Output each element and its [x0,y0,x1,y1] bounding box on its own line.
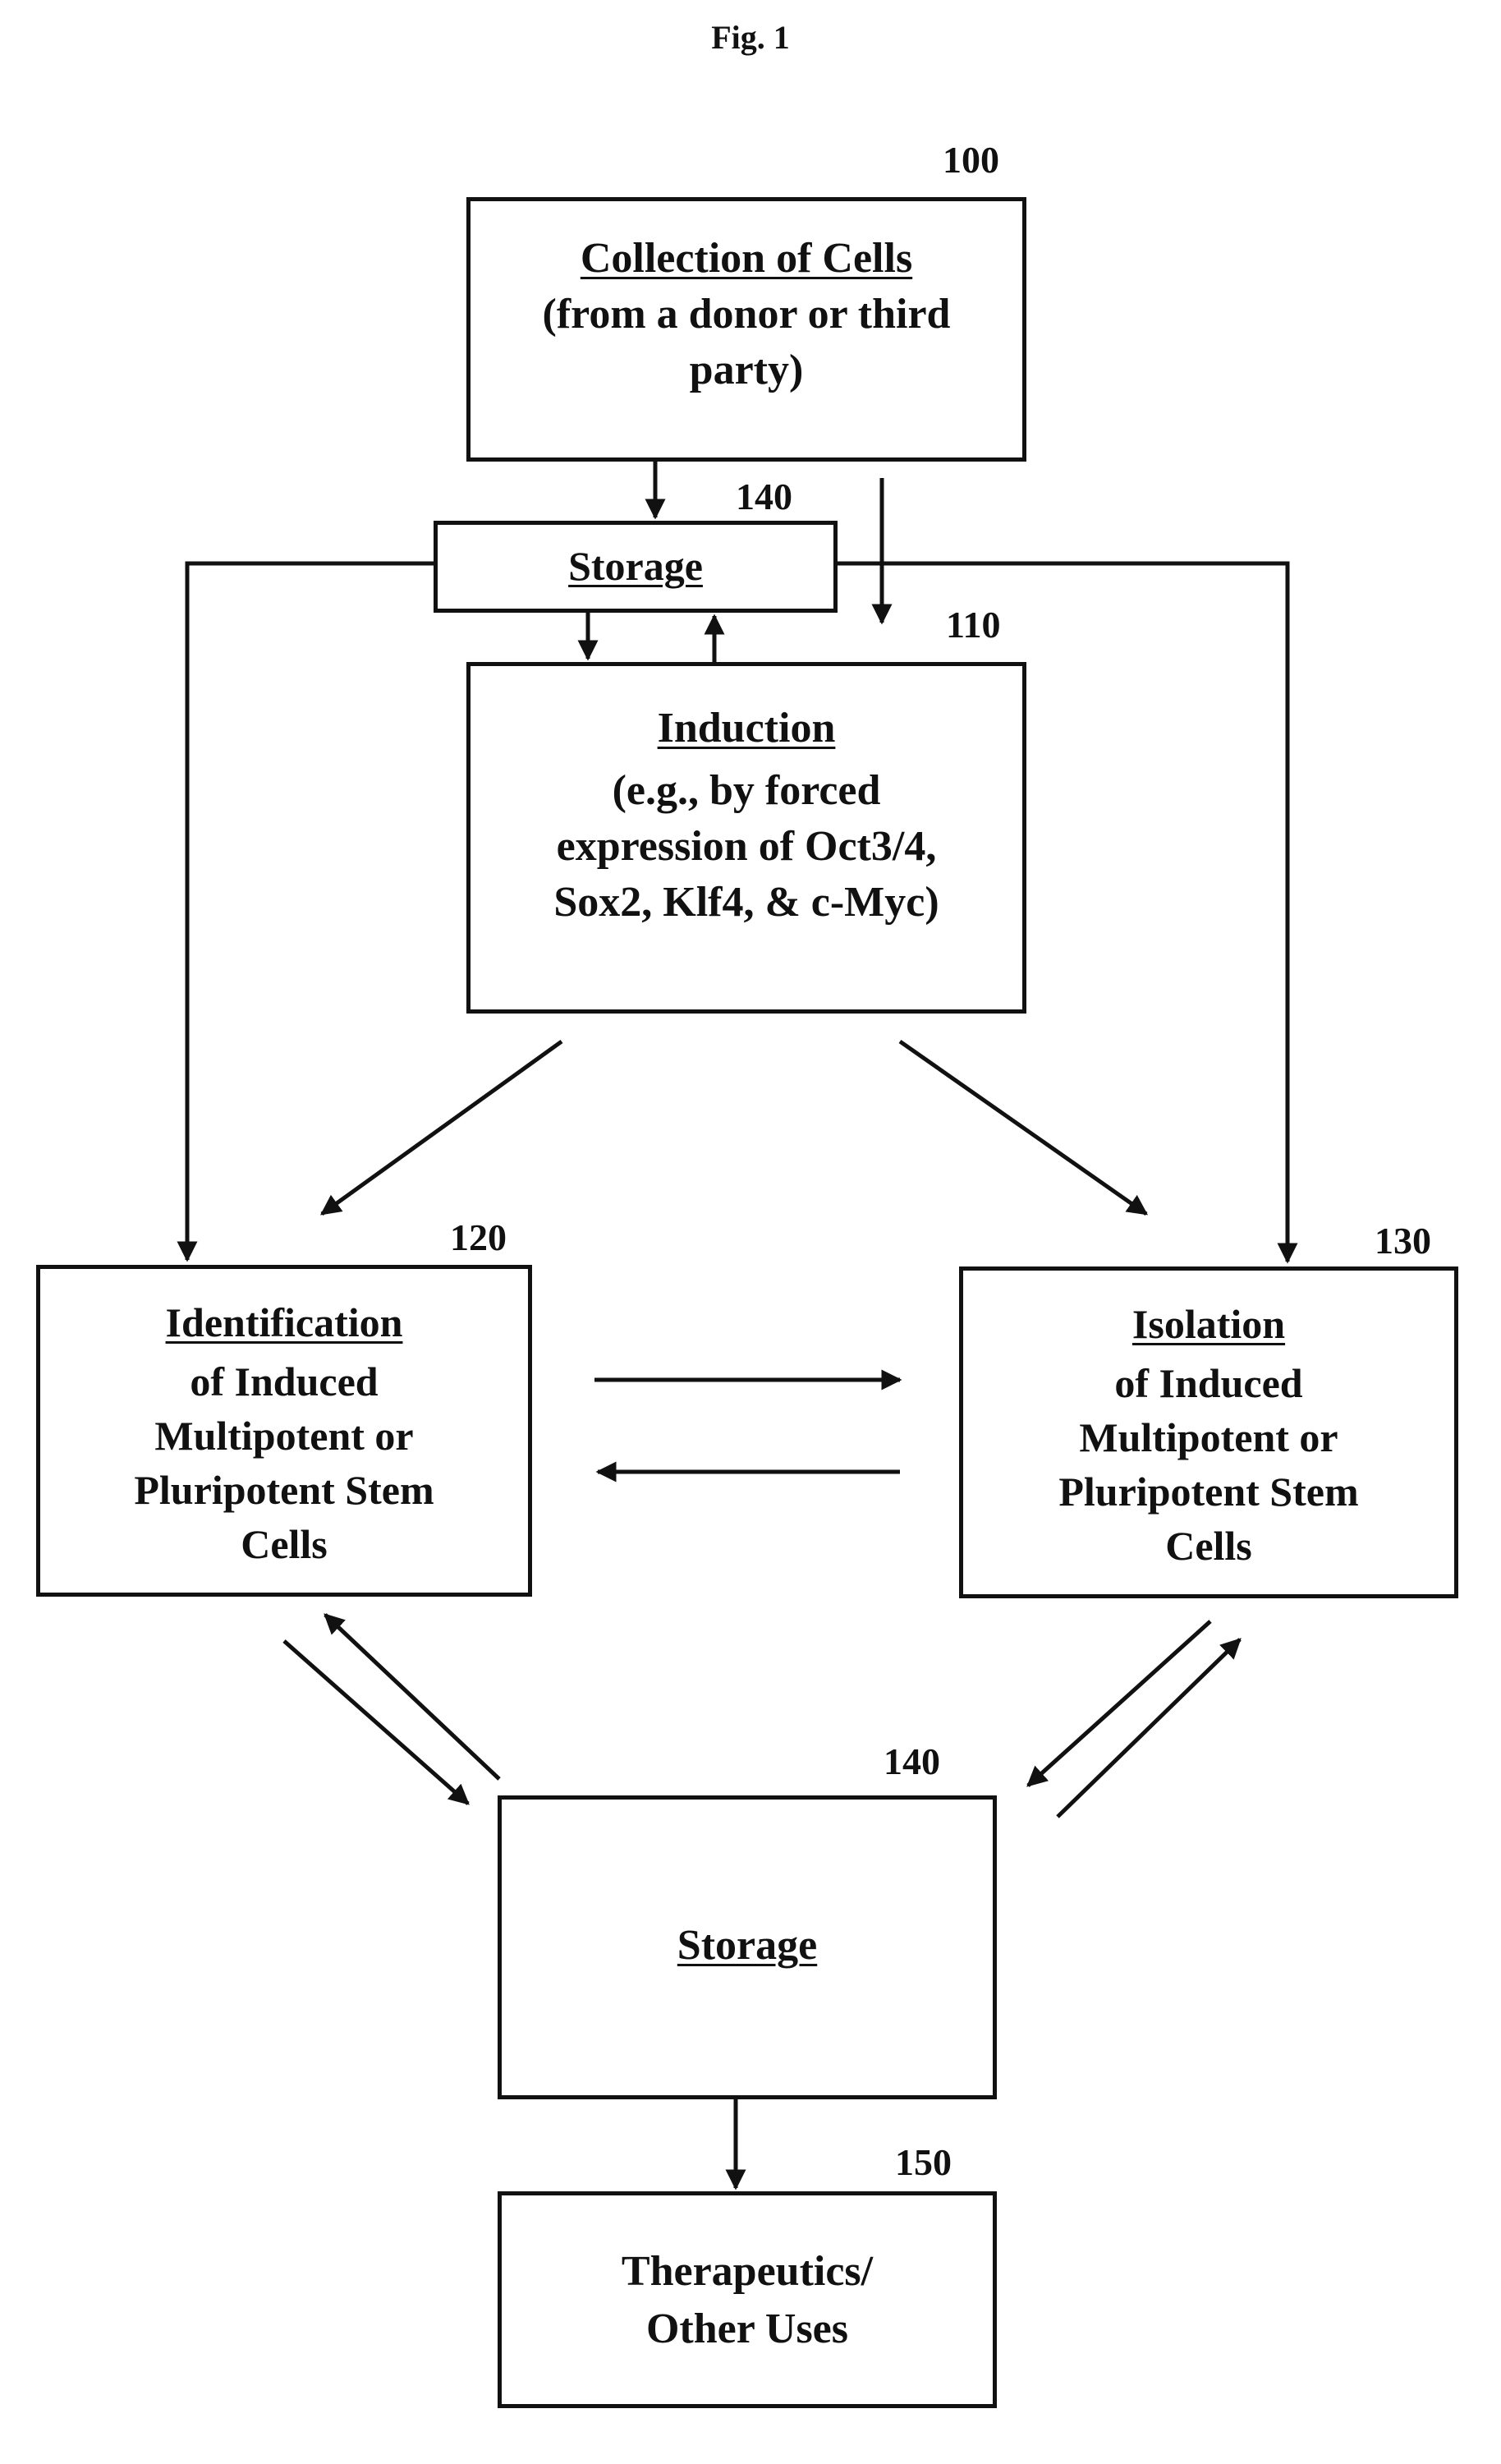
arrow-storage-to-isolation-return [1058,1639,1240,1817]
arrow-induction-to-identification [322,1041,562,1214]
arrow-storage-to-identification [187,563,434,1260]
arrow-induction-to-isolation [900,1041,1146,1214]
arrow-isolation-to-storage [1028,1621,1210,1786]
